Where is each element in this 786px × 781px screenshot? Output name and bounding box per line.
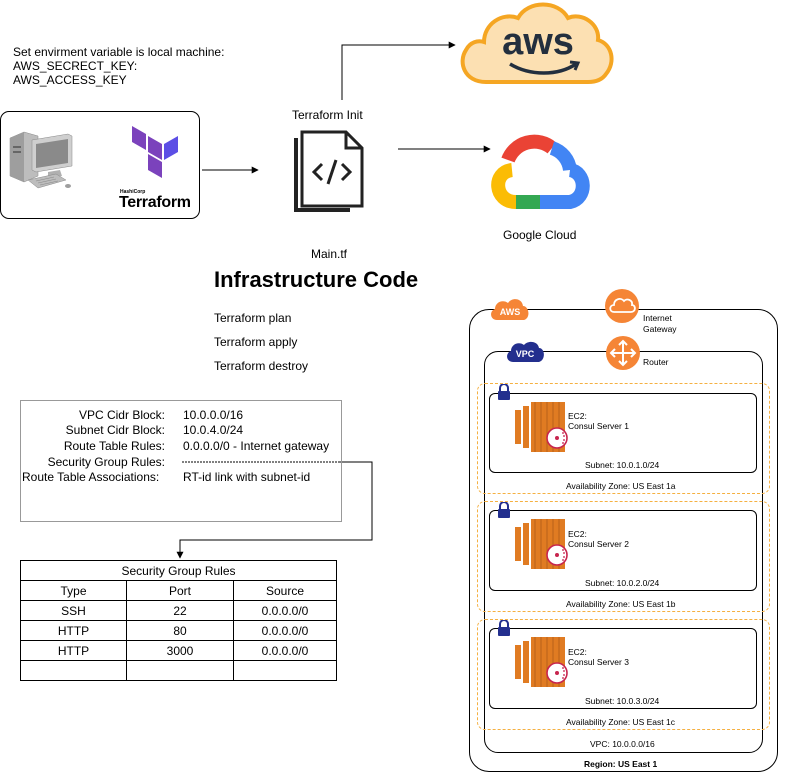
arrow-main-to-aws <box>341 41 456 100</box>
arrow-sg-to-table <box>176 461 373 559</box>
env-note-line3: AWS_ACCESS_KEY <box>13 73 127 87</box>
ec2-instance-icon <box>515 519 568 569</box>
table-cell: 0.0.0.0/0 <box>233 620 337 641</box>
terraform-init-label: Terraform Init <box>292 108 363 122</box>
table-row: HTTP 80 0.0.0.0/0 <box>20 620 337 641</box>
config-row: Route Table Associations: RT-id link wit… <box>21 470 341 485</box>
config-value: 10.0.0.0/16 <box>183 408 244 422</box>
table-row: HTTP 3000 0.0.0.0/0 <box>20 640 337 661</box>
ec2-instance-icon <box>515 402 568 452</box>
terraform-logo-icon <box>132 126 178 178</box>
availability-zone-label: Availability Zone: US East 1a <box>566 481 676 491</box>
config-value: 0.0.0.0/0 - Internet gateway <box>183 439 330 453</box>
code-file-icon <box>294 130 364 212</box>
config-value: 10.0.4.0/24 <box>183 423 244 437</box>
availability-zone-box <box>477 619 770 730</box>
ec2-name: Consul Server 1 <box>568 421 629 431</box>
router-icon <box>606 336 640 370</box>
config-label: Security Group Rules: <box>47 455 165 469</box>
config-label: Route Table Rules: <box>63 439 165 453</box>
ec2-name: Consul Server 2 <box>568 539 629 549</box>
column-header: Port <box>126 580 234 601</box>
google-cloud-label: Google Cloud <box>503 228 577 242</box>
aws-badge-text: AWS <box>500 307 521 317</box>
column-header: Source <box>233 580 337 601</box>
table-cell: 0.0.0.0/0 <box>233 640 337 661</box>
table-cell: 3000 <box>126 640 234 661</box>
subnet-box <box>489 393 757 473</box>
subnet-box <box>489 628 757 709</box>
lock-icon <box>498 502 510 518</box>
network-config-box: VPC Cidr Block: 10.0.0.0/16 Subnet Cidr … <box>20 400 342 522</box>
table-header-row: Type Port Source <box>20 580 337 601</box>
availability-zone-box <box>477 501 770 612</box>
infrastructure-code-heading: Infrastructure Code <box>214 267 419 292</box>
availability-zone-label: Availability Zone: US East 1b <box>566 599 676 609</box>
command-plan: Terraform plan <box>214 311 292 325</box>
lock-icon <box>498 384 510 400</box>
config-label: Subnet Cidr Block: <box>65 423 165 437</box>
internet-gateway-label: Internet Gateway <box>643 313 677 334</box>
subnet-label: Subnet: 10.0.1.0/24 <box>585 460 660 470</box>
lock-icon <box>498 620 510 636</box>
router-label: Router <box>643 357 669 367</box>
env-note-line2: AWS_SECRECT_KEY: <box>13 59 138 73</box>
table-row: SSH 22 0.0.0.0/0 <box>20 600 337 621</box>
config-value: RT-id link with subnet-id <box>183 470 311 484</box>
table-cell: 0.0.0.0/0 <box>233 600 337 621</box>
vpc-label: VPC: 10.0.0.0/16 <box>590 739 655 749</box>
env-note: Set envirment variable is local machine:… <box>13 45 224 87</box>
subnet-box <box>489 510 757 591</box>
table-cell <box>20 660 127 681</box>
terraform-logo-text: Terraform <box>119 194 191 211</box>
terraform-logo-vendor: HashiCorp <box>120 189 146 195</box>
table-title-row: Security Group Rules <box>20 560 337 581</box>
google-cloud-icon <box>491 134 590 209</box>
aws-cloud-badge-icon: AWS <box>491 299 529 320</box>
config-label: Route Table Associations: <box>22 470 160 484</box>
table-cell: SSH <box>20 600 127 621</box>
local-machine-box <box>0 111 200 219</box>
table-cell: HTTP <box>20 620 127 641</box>
ec2-title: EC2: <box>568 411 587 421</box>
command-apply: Terraform apply <box>214 335 298 349</box>
ec2-title: EC2: <box>568 647 587 657</box>
subnet-label: Subnet: 10.0.2.0/24 <box>585 578 660 588</box>
availability-zone-box <box>477 383 770 494</box>
config-row: VPC Cidr Block: 10.0.0.0/16 <box>21 408 341 423</box>
vpc-badge-text: VPC <box>516 349 535 359</box>
subnet-label: Subnet: 10.0.3.0/24 <box>585 696 660 706</box>
config-row: Security Group Rules: <box>21 455 341 470</box>
desktop-computer-icon <box>9 131 73 189</box>
aws-cloud-logo: aws <box>460 2 614 84</box>
ec2-title: EC2: <box>568 529 587 539</box>
command-destroy: Terraform destroy <box>214 359 309 373</box>
config-row: Route Table Rules: 0.0.0.0/0 - Internet … <box>21 439 341 454</box>
table-row <box>20 660 337 681</box>
security-group-table: Security Group Rules Type Port Source SS… <box>20 560 337 681</box>
internet-gateway-icon <box>605 289 639 323</box>
ec2-instance-icon <box>515 637 568 687</box>
vpc-cloud-badge-icon: VPC <box>507 341 544 362</box>
main-tf-label: Main.tf <box>311 247 348 261</box>
ec2-name: Consul Server 3 <box>568 657 629 667</box>
table-cell <box>233 660 337 681</box>
aws-logo-text: aws <box>502 21 574 63</box>
config-label: VPC Cidr Block: <box>78 408 165 422</box>
table-cell: 22 <box>126 600 234 621</box>
table-title: Security Group Rules <box>20 560 337 581</box>
availability-zone-label: Availability Zone: US East 1c <box>566 717 675 727</box>
table-cell: 80 <box>126 620 234 641</box>
env-note-line1: Set envirment variable is local machine: <box>13 45 225 59</box>
config-row: Subnet Cidr Block: 10.0.4.0/24 <box>21 423 341 438</box>
region-label: Region: US East 1 <box>584 759 658 769</box>
column-header: Type <box>20 580 127 601</box>
table-cell: HTTP <box>20 640 127 661</box>
table-cell <box>126 660 234 681</box>
